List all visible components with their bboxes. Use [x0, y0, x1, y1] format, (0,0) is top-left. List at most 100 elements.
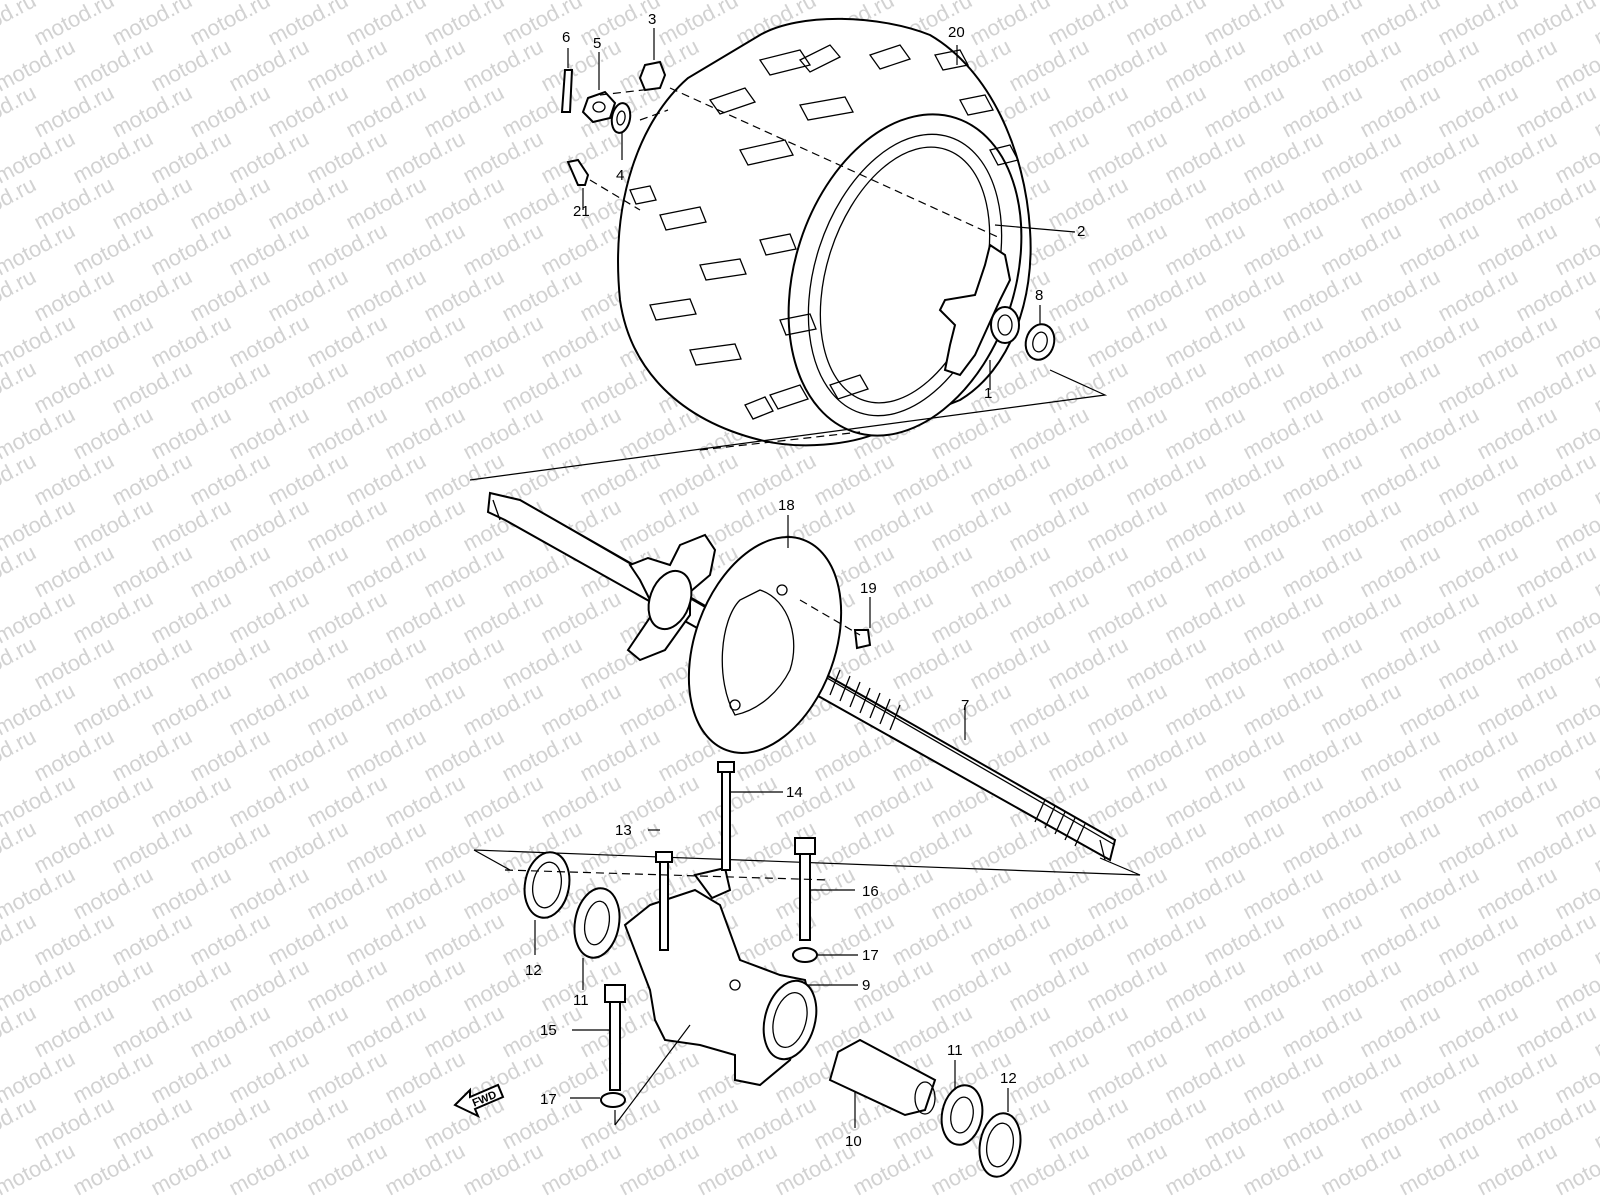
bolt-13 [655, 851, 673, 951]
watermark-text: motod.ru [303, 218, 391, 281]
watermark-text: motod.ru [147, 1046, 235, 1109]
watermark-text: motod.ru [342, 908, 430, 971]
washer-17-lower [600, 1092, 626, 1108]
watermark-text: motod.ru [420, 356, 508, 419]
watermark-text: motod.ru [537, 1138, 625, 1200]
watermark-text: motod.ru [69, 1138, 157, 1200]
watermark-text: motod.ru [1512, 356, 1600, 419]
watermark-text: motod.ru [342, 356, 430, 419]
watermark-text: motod.ru [1512, 1000, 1600, 1063]
watermark-text: motod.ru [381, 954, 469, 1017]
watermark-text: motod.ru [381, 494, 469, 557]
watermark-text: motod.ru [1239, 1046, 1327, 1109]
watermark-text: motod.ru [420, 1000, 508, 1063]
watermark-text: motod.ru [1239, 494, 1327, 557]
watermark-text: motod.ru [30, 356, 118, 419]
watermark-text: motod.ru [810, 816, 898, 879]
watermark-text: motod.ru [1395, 494, 1483, 557]
watermark-text: motod.ru [1083, 678, 1171, 741]
watermark-text: motod.ru [1317, 586, 1405, 649]
callout-2: 2 [1077, 223, 1085, 240]
watermark-text: motod.ru [966, 540, 1054, 603]
watermark-text: motod.ru [927, 678, 1015, 741]
watermark-text: motod.ru [69, 954, 157, 1017]
watermark-text: motod.ru [30, 724, 118, 787]
watermark-text: motod.ru [186, 908, 274, 971]
watermark-text: motod.ru [732, 1092, 820, 1155]
watermark-text: motod.ru [537, 586, 625, 649]
watermark-text: motod.ru [1356, 908, 1444, 971]
watermark-text: motod.ru [147, 310, 235, 373]
watermark-text: motod.ru [849, 1138, 937, 1200]
watermark-text: motod.ru [1434, 1092, 1522, 1155]
watermark-text: motod.ru [420, 172, 508, 235]
watermark-text: motod.ru [1161, 770, 1249, 833]
watermark-text: motod.ru [966, 632, 1054, 695]
watermark-text: motod.ru [342, 1092, 430, 1155]
oil-seal-left [523, 851, 571, 919]
watermark-text: motod.ru [1434, 908, 1522, 971]
bolt-14 [717, 761, 735, 871]
watermark-text: motod.ru [303, 862, 391, 925]
watermark-text: motod.ru [1473, 678, 1561, 741]
watermark-text: motod.ru [1122, 908, 1210, 971]
callout-6: 6 [562, 29, 570, 46]
watermark-text: motod.ru [1512, 0, 1600, 50]
watermark-text: motod.ru [537, 770, 625, 833]
watermark-text: motod.ru [1200, 356, 1288, 419]
watermark-text: motod.ru [1122, 1092, 1210, 1155]
watermark-text: motod.ru [1200, 908, 1288, 971]
callout-4: 4 [616, 167, 624, 184]
watermark-text: motod.ru [1512, 540, 1600, 603]
watermark-text: motod.ru [537, 310, 625, 373]
watermark-text: motod.ru [30, 816, 118, 879]
watermark-text: motod.ru [966, 908, 1054, 971]
watermark-text: motod.ru [459, 678, 547, 741]
bearing-right [940, 1084, 984, 1146]
watermark-text: motod.ru [225, 402, 313, 465]
watermark-text: motod.ru [69, 494, 157, 557]
watermark-text: motod.ru [342, 448, 430, 511]
watermark-text: motod.ru [1005, 586, 1093, 649]
watermark-text: motod.ru [420, 264, 508, 327]
callout-1: 1 [984, 385, 992, 402]
watermark-text: motod.ru [1278, 908, 1366, 971]
watermark-text: motod.ru [1005, 954, 1093, 1017]
axle-hub-flange [626, 533, 717, 662]
watermark-text: motod.ru [576, 724, 664, 787]
watermark-text: motod.ru [1473, 310, 1561, 373]
watermark-text: motod.ru [225, 862, 313, 925]
watermark-text: motod.ru [381, 1138, 469, 1200]
watermark-text: motod.ru [888, 1000, 976, 1063]
watermark-text: motod.ru [537, 678, 625, 741]
watermark-text: motod.ru [888, 632, 976, 695]
watermark-text: motod.ru [1356, 264, 1444, 327]
watermark-text: motod.ru [1512, 816, 1600, 879]
wheel-hub [938, 243, 1020, 377]
watermark-text: motod.ru [420, 632, 508, 695]
watermark-text: motod.ru [1083, 34, 1171, 97]
watermark-text: motod.ru [1200, 632, 1288, 695]
watermark-text: motod.ru [264, 724, 352, 787]
watermark-text: motod.ru [1239, 678, 1327, 741]
watermark-text: motod.ru [1473, 34, 1561, 97]
watermark-text: motod.ru [1200, 264, 1288, 327]
watermark-text: motod.ru [1395, 402, 1483, 465]
watermark-text: motod.ru [147, 34, 235, 97]
watermark-text: motod.ru [1161, 218, 1249, 281]
watermark-text: motod.ru [1356, 80, 1444, 143]
watermark-text: motod.ru [264, 264, 352, 327]
watermark-text: motod.ru [30, 1092, 118, 1155]
watermark-text: motod.ru [381, 310, 469, 373]
watermark-text: motod.ru [264, 448, 352, 511]
watermark-text: motod.ru [1044, 172, 1132, 235]
watermark-text: motod.ru [1278, 80, 1366, 143]
watermark-text: motod.ru [1317, 218, 1405, 281]
watermark-text: motod.ru [1278, 172, 1366, 235]
watermark-text: motod.ru [1005, 1046, 1093, 1109]
watermark-text: motod.ru [459, 586, 547, 649]
watermark-text: motod.ru [1239, 862, 1327, 925]
watermark-text: motod.ru [108, 724, 196, 787]
watermark-text: motod.ru [1356, 816, 1444, 879]
watermark-text: motod.ru [1434, 540, 1522, 603]
